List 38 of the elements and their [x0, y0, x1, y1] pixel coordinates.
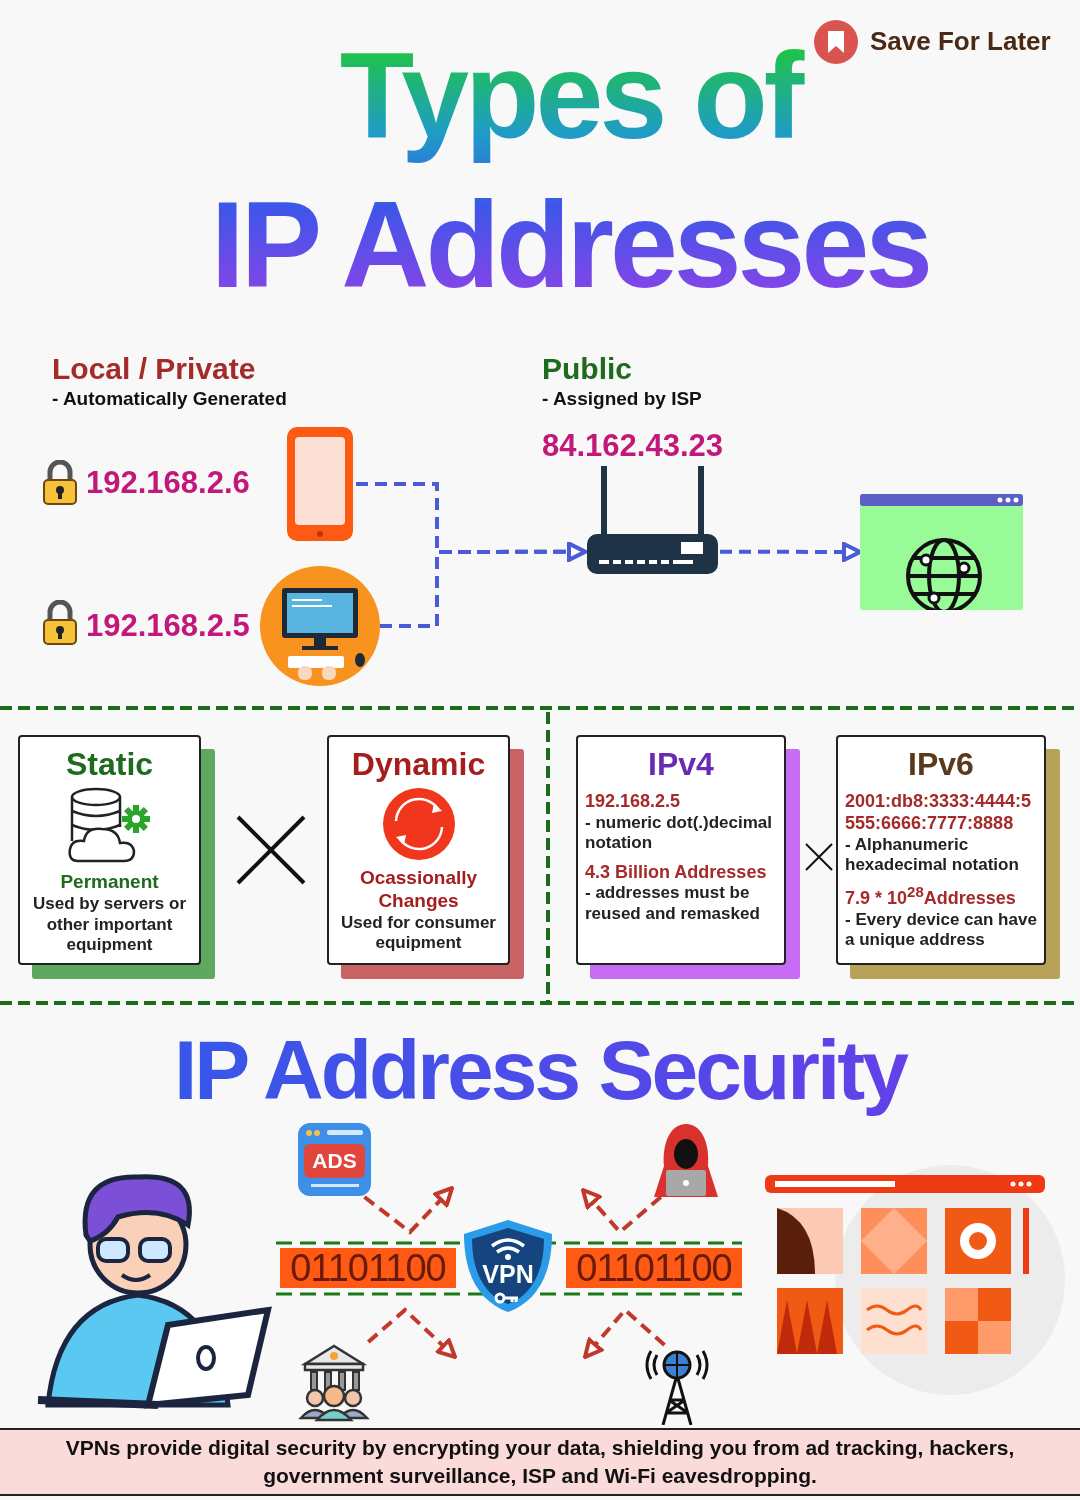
section-subheading: - Assigned by ISP: [542, 388, 702, 410]
description-text: - addresses must be reused and remasked: [585, 883, 761, 925]
save-label: Save For Later: [870, 26, 1051, 57]
section-subheading: - Automatically Generated: [52, 388, 287, 410]
subtitle-text: Ocassionally Changes: [358, 867, 479, 913]
ip-address-text: 192.168.2.5: [86, 608, 250, 644]
caption-text: VPNs provide digital security by encrypting your data, shielding you from ad tracking, hackers, government surveillance, ISP and Wi-Fi eavesdropping.: [64, 1435, 1016, 1490]
highlight-text: 7.9 * 10$^{28}$Addresses: [845, 883, 1017, 910]
card-title: Dynamic: [350, 745, 487, 784]
card-title: Static: [64, 745, 155, 784]
description-text: - Alphanumeric hexadecimal notation: [845, 834, 1020, 876]
dashed-arrow: [720, 541, 862, 562]
info-card: [327, 735, 510, 965]
card-title: IPv4: [647, 745, 715, 784]
ip-address-text: 84.162.43.23: [542, 428, 723, 464]
binary-text: 01101100: [575, 1248, 733, 1288]
dashed-arrow: [583, 1307, 666, 1359]
icon-text: ADS: [311, 1149, 358, 1173]
section-heading: Local / Private: [52, 352, 256, 386]
ip-address-text: 192.168.2.6: [86, 465, 250, 501]
description-text: Used for consumer equipment: [340, 913, 497, 954]
info-card: [836, 735, 1046, 965]
info-card: [576, 735, 786, 965]
highlight-text: 4.3 Billion Addresses: [585, 861, 768, 884]
dashed-arrow: [380, 541, 587, 628]
dashed-arrow: [366, 1307, 457, 1359]
highlight-text: 2001:db8:3333:4444:5555:6666:7777:8888: [845, 791, 1033, 835]
dashed-arrow: [363, 1186, 454, 1235]
description-text: - numeric dot(.)decimal notation: [585, 813, 774, 854]
card-title: IPv6: [907, 745, 975, 784]
info-card: [18, 735, 201, 965]
binary-text: 01101100: [289, 1248, 447, 1288]
description-text: Used by servers or other important equipment: [31, 894, 188, 956]
description-text: - Every device can have a unique address: [845, 909, 1037, 951]
icon-text: VPN: [481, 1261, 535, 1289]
subtitle-text: Permanent: [59, 871, 160, 895]
section-heading: Public: [542, 352, 632, 386]
highlight-text: 192.168.2.5: [585, 791, 682, 813]
